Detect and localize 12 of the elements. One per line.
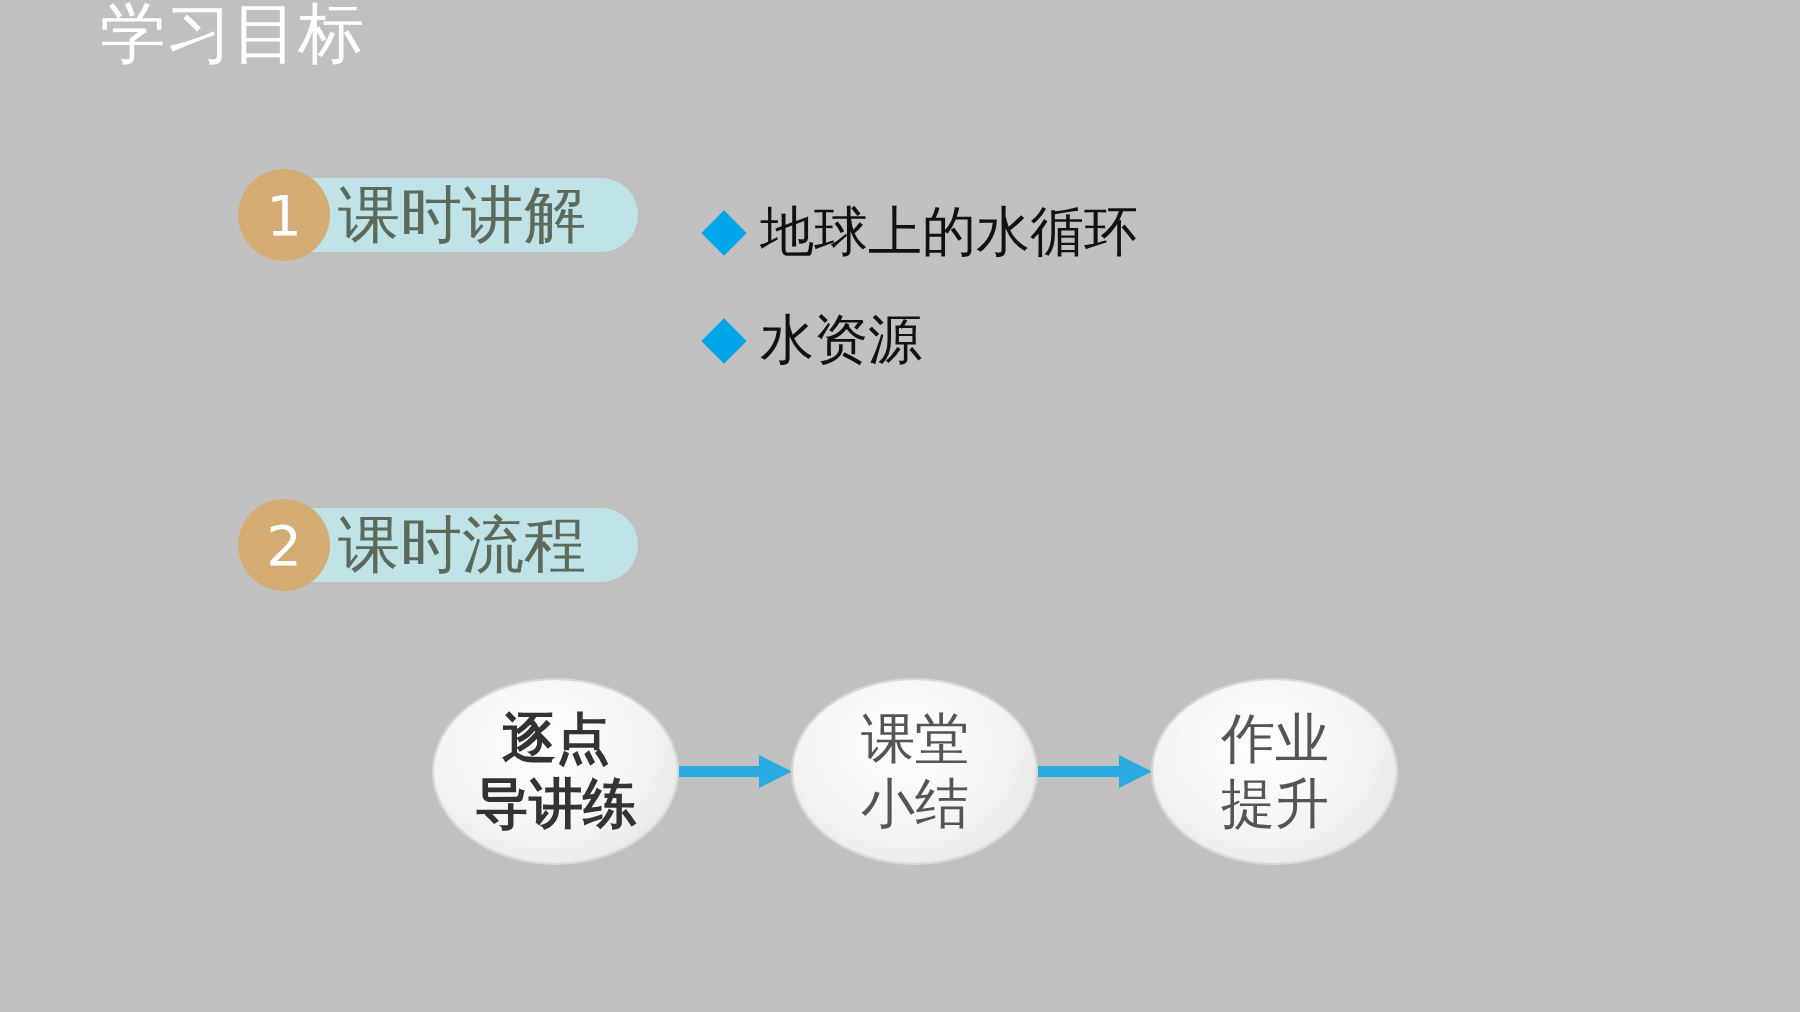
step-label: 逐点导讲练 [474,706,637,837]
number-badge: 1 [238,169,330,261]
bullet-text: 地球上的水循环 [760,199,1138,265]
section-heading: 课时流程 [338,507,586,583]
bullet-text: 水资源 [760,307,922,373]
slide-title: 学习目标 [100,0,364,74]
section-heading: 课时讲解 [338,177,586,253]
arrow [679,755,792,788]
step-label: 作业提升 [1220,706,1329,837]
step-label: 课堂小结 [860,706,969,837]
arrow [1038,755,1152,788]
number-badge: 2 [238,499,330,591]
